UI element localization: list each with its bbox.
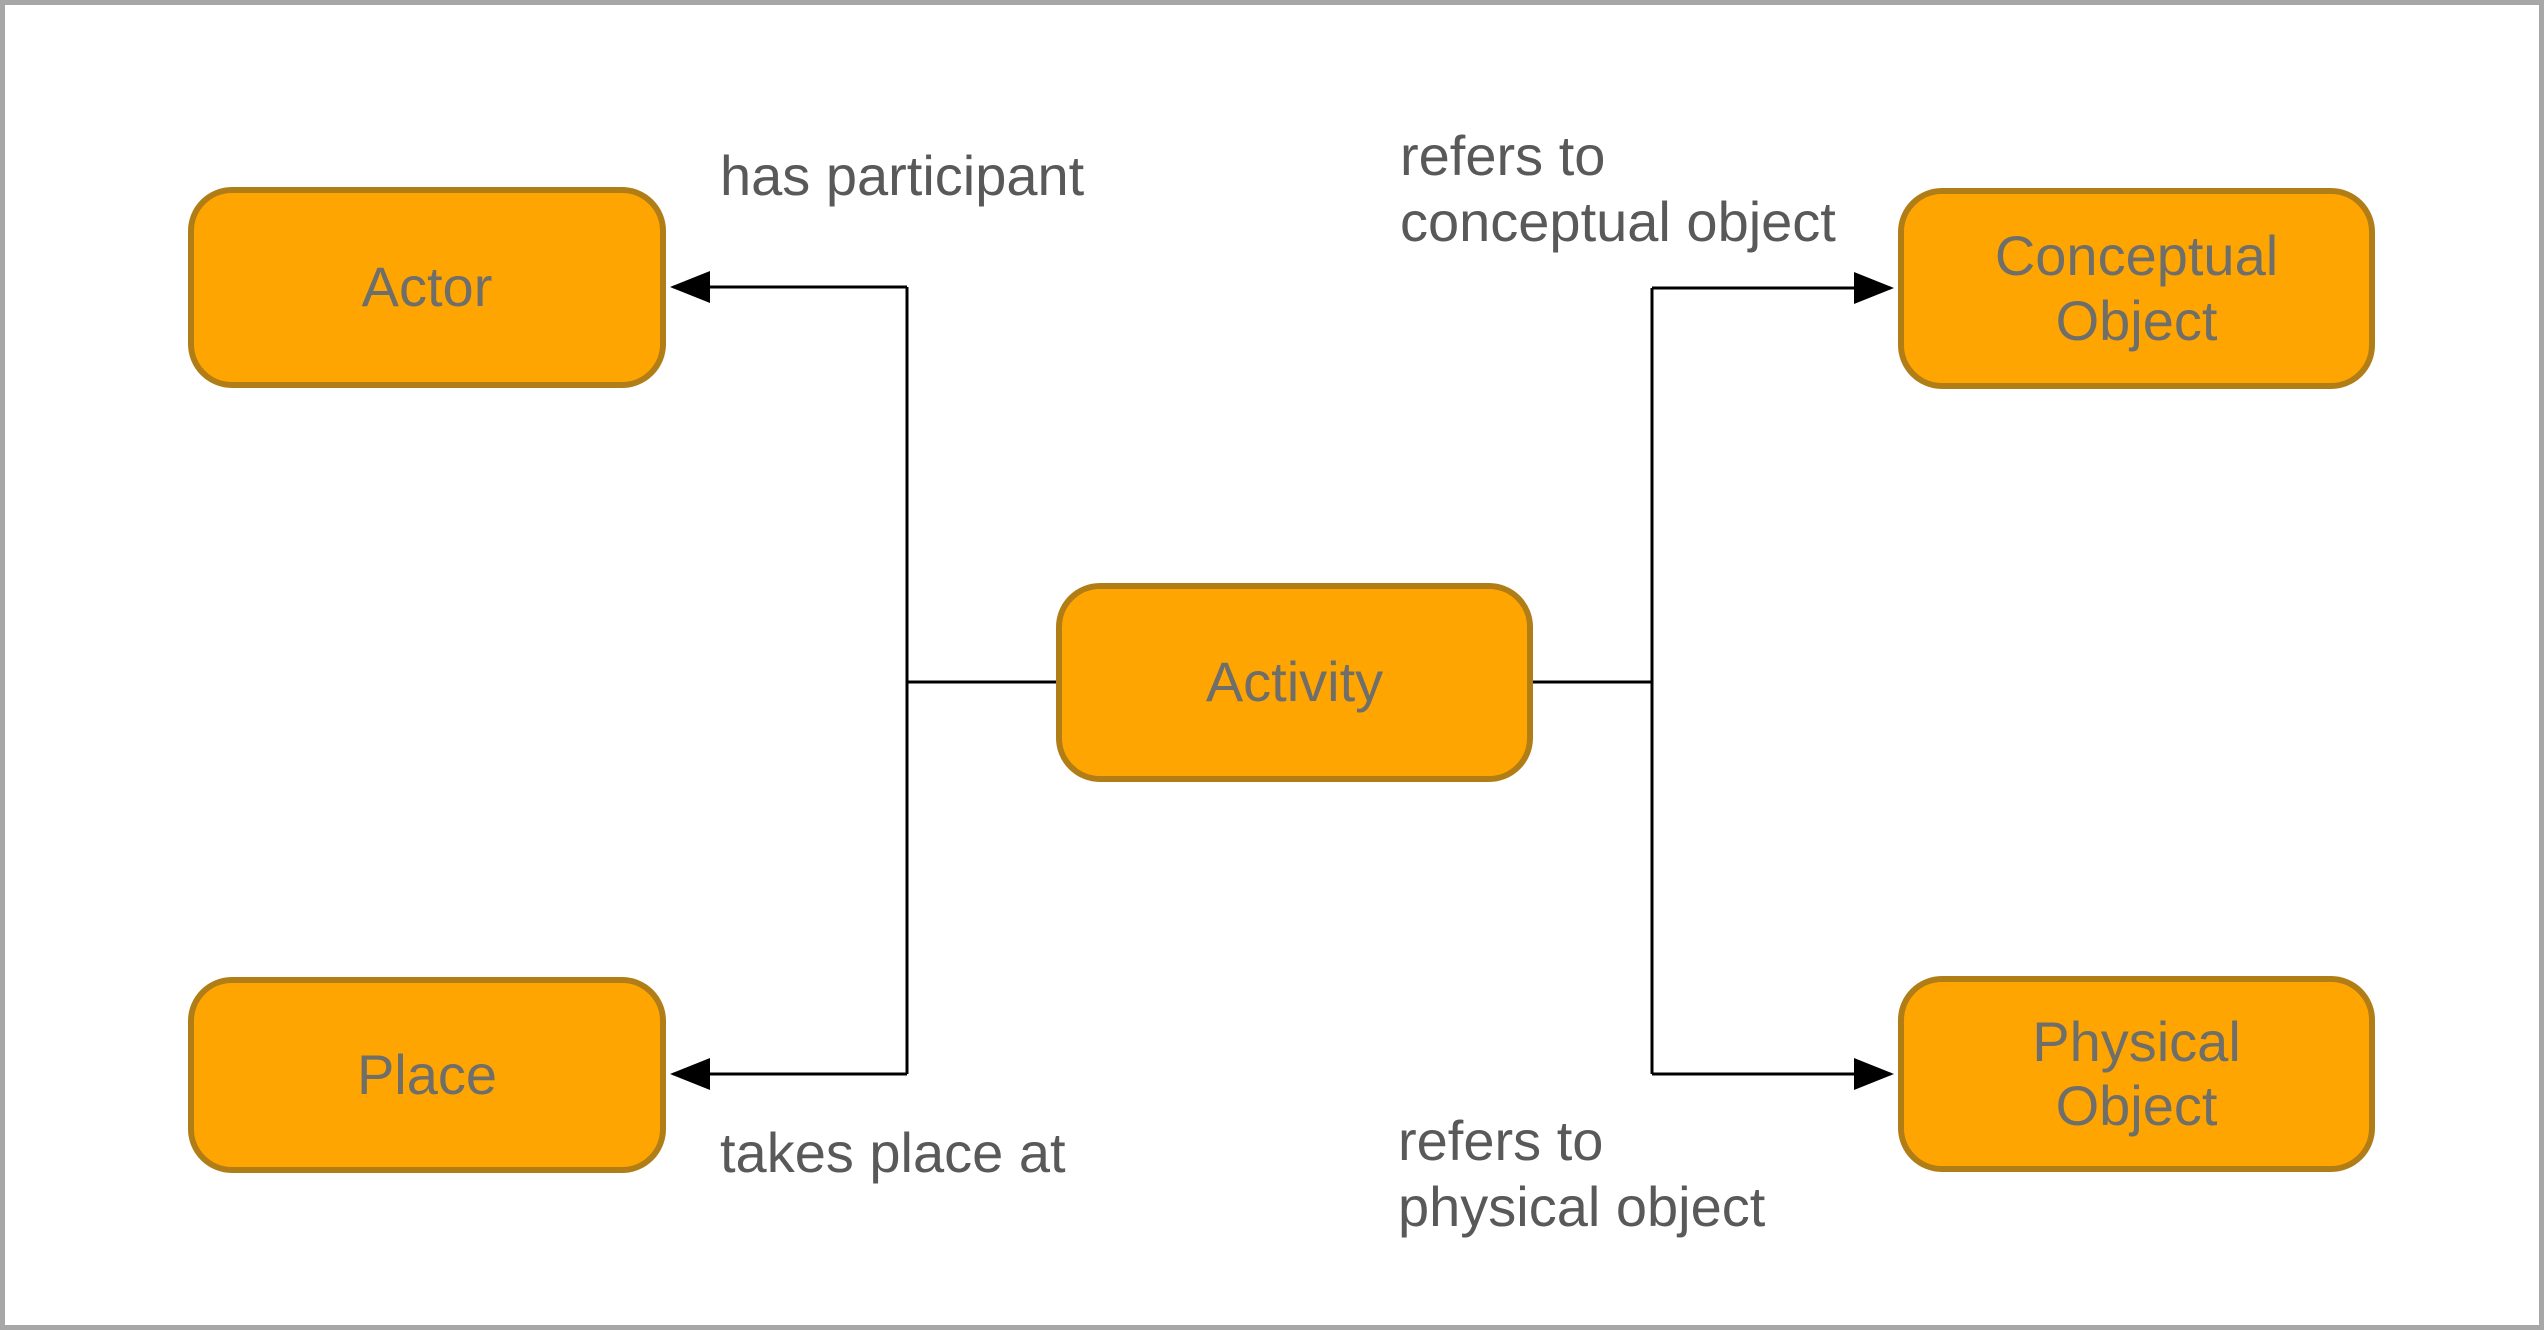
node-activity-label: Activity bbox=[1205, 650, 1384, 714]
edge-label-refers-to-physical-object: refers to physical object bbox=[1398, 1109, 1766, 1238]
node-activity: Activity bbox=[1056, 583, 1533, 782]
node-actor: Actor bbox=[188, 187, 666, 388]
node-physical-object: Physical Object bbox=[1898, 976, 2375, 1172]
edge-label-takes-place-at: takes place at bbox=[720, 1121, 1066, 1184]
edge-label-refers-to-conceptual-object: refers to conceptual object bbox=[1400, 124, 1836, 253]
node-place: Place bbox=[188, 977, 666, 1173]
node-actor-label: Actor bbox=[361, 255, 493, 319]
node-physical-object-label: Physical Object bbox=[2032, 1009, 2241, 1137]
node-conceptual-object-label: Conceptual Object bbox=[1994, 224, 2279, 352]
node-conceptual-object: Conceptual Object bbox=[1898, 188, 2375, 389]
node-place-label: Place bbox=[356, 1042, 498, 1106]
edge-label-has-participant: has participant bbox=[720, 144, 1085, 207]
